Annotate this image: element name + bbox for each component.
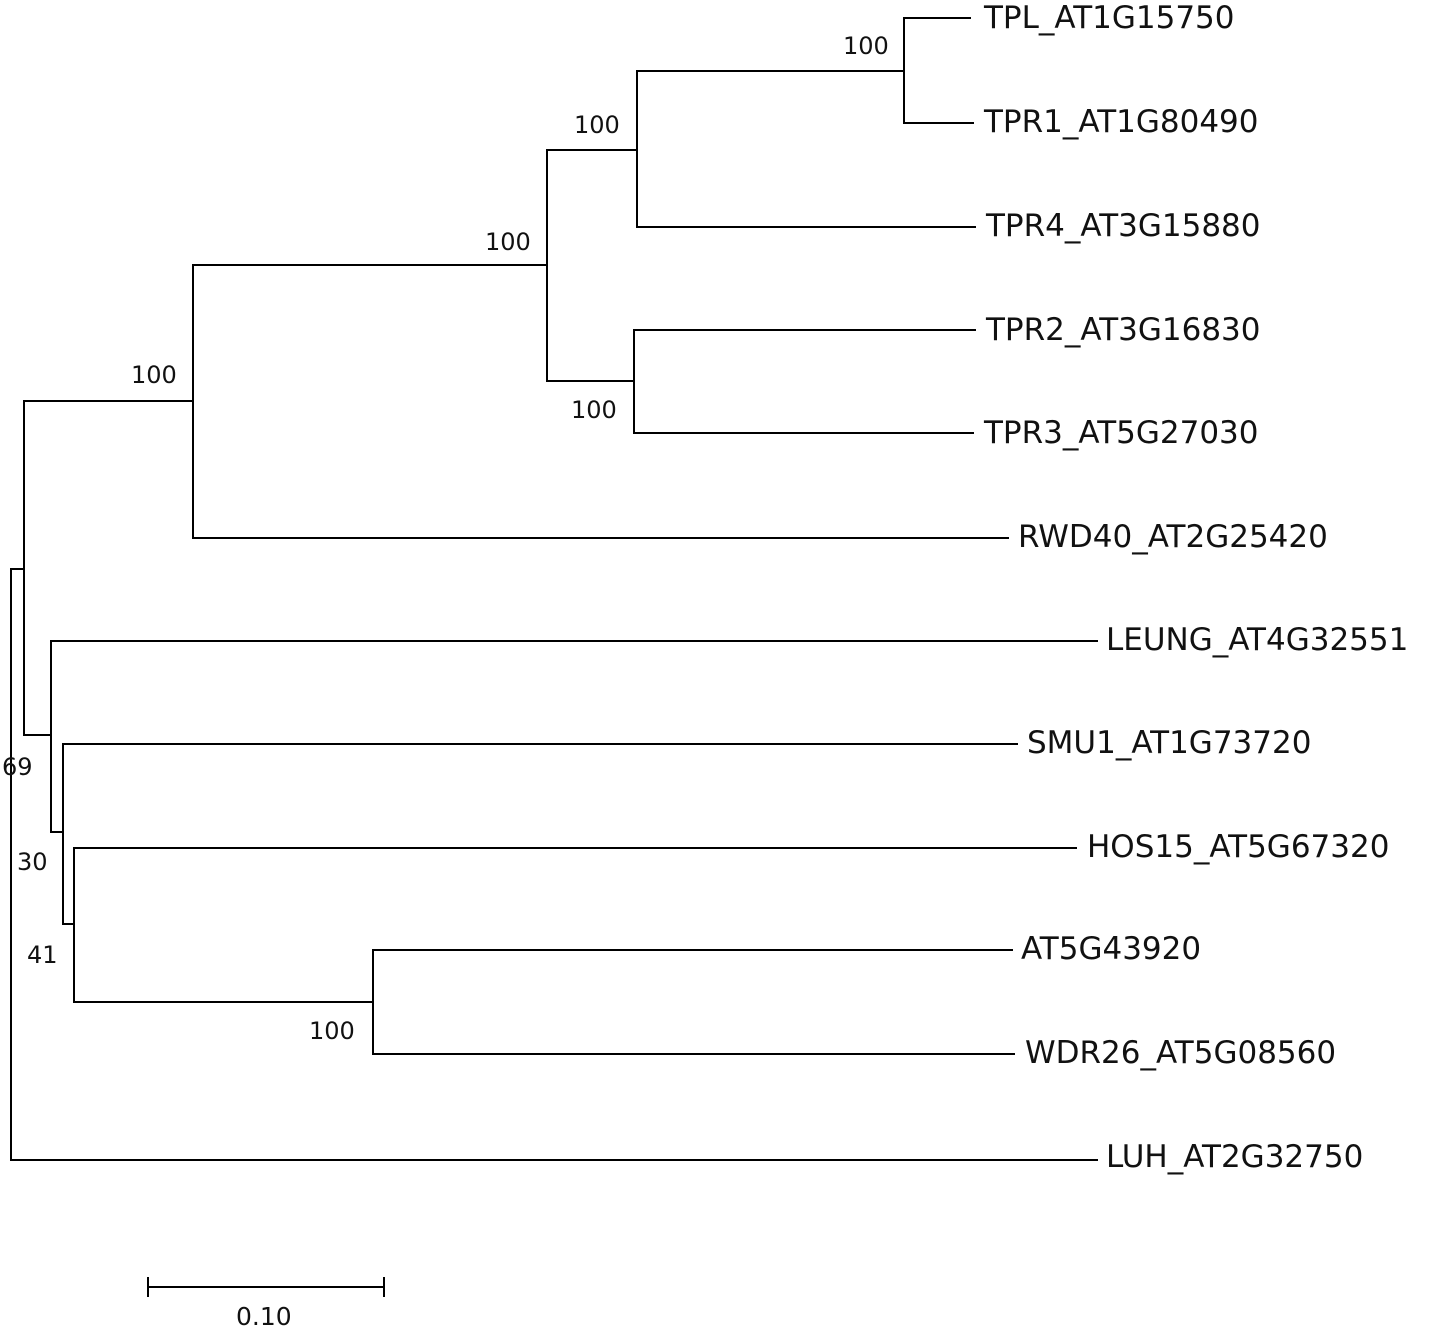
scale-bar-label: 0.10 (236, 1302, 292, 1329)
leaf-label-smu1: SMU1_AT1G73720 (1027, 725, 1311, 761)
leaf-label-rwd40: RWD40_AT2G25420 (1018, 519, 1328, 555)
tree-branches (10, 17, 1098, 1161)
leaf-label-tpr4: TPR4_AT3G15880 (985, 208, 1261, 244)
bootstrap-tpl-rwd40-clade: 100 (131, 361, 177, 389)
leaf-label-hos15: HOS15_AT5G67320 (1087, 829, 1389, 865)
leaf-label-tpr2: TPR2_AT3G16830 (985, 312, 1261, 348)
bootstrap-tpl-tpr1-tpr4: 100 (574, 111, 620, 139)
bootstrap-tpr2-tpr3: 100 (571, 396, 617, 424)
leaf-label-wdr26: WDR26_AT5G08560 (1025, 1035, 1336, 1071)
leaf-label-at5g43920: AT5G43920 (1021, 931, 1201, 967)
leaf-labels: TPL_AT1G15750 TPR1_AT1G80490 TPR4_AT3G15… (983, 0, 1408, 1175)
bootstrap-node-69: 69 (2, 753, 33, 781)
leaf-label-tpr1: TPR1_AT1G80490 (983, 104, 1259, 140)
bootstrap-at5g43920-wdr26: 100 (309, 1017, 355, 1045)
bootstrap-node-30: 30 (17, 848, 48, 876)
leaf-label-leung: LEUNG_AT4G32551 (1106, 622, 1408, 658)
bootstrap-values: 100 100 100 100 100 69 30 41 100 (2, 32, 889, 1045)
scale-bar: 0.10 (147, 1277, 385, 1329)
bootstrap-tpr-clade: 100 (485, 228, 531, 256)
leaf-label-luh: LUH_AT2G32750 (1106, 1139, 1363, 1175)
bootstrap-tpl-tpr1: 100 (843, 32, 889, 60)
bootstrap-node-41: 41 (27, 941, 58, 969)
leaf-label-tpl: TPL_AT1G15750 (983, 0, 1235, 36)
leaf-label-tpr3: TPR3_AT5G27030 (983, 415, 1259, 451)
